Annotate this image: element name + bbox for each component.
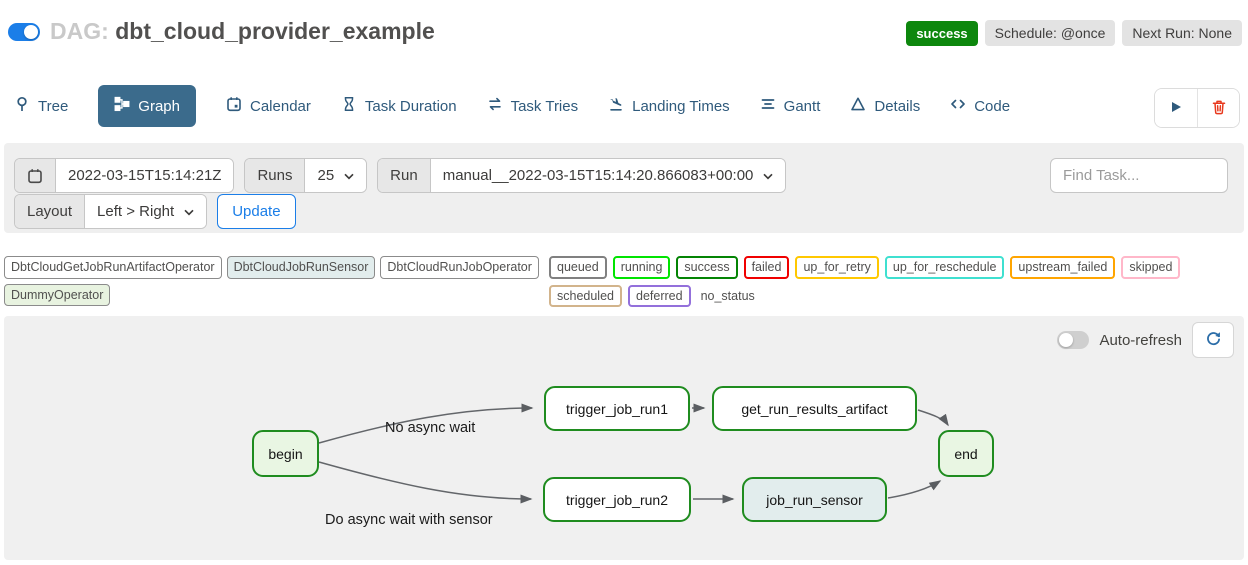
status-badge-failed: failed [743,256,790,279]
tree-icon [14,96,30,116]
refresh-icon [1205,330,1222,350]
next-run-badge: Next Run: None [1122,20,1242,46]
status-badge-deferred: deferred [628,284,691,307]
operator-badge: DbtCloudGetJobRunArtifactOperator [4,256,222,279]
graph-icon [114,96,130,116]
chevron-down-icon [184,203,194,220]
operator-legend: DbtCloudGetJobRunArtifactOperator DbtClo… [4,256,549,306]
layout-group: Layout Left > Right [14,194,208,229]
tab-task-tries[interactable]: Task Tries [487,96,578,116]
calendar-icon [226,96,242,116]
code-icon [950,96,966,116]
run-label: Run [378,159,431,192]
runs-label: Runs [245,159,306,192]
play-icon [1168,99,1184,118]
toggle-knob [24,24,38,39]
update-button[interactable]: Update [217,194,296,229]
gantt-bars-icon [760,96,776,116]
auto-refresh-toggle[interactable] [1057,331,1090,349]
refresh-button[interactable] [1192,322,1234,358]
status-badge-scheduled: scheduled [549,284,622,307]
filter-panel: 2022-03-15T15:14:21Z Runs 25 Run manual_… [4,143,1244,233]
runs-group: Runs 25 [244,158,368,193]
calendar-addon-icon [15,159,56,192]
operator-badge: DbtCloudJobRunSensor [226,256,376,279]
status-badge-upstream-failed: upstream_failed [1010,256,1116,279]
edge-label-no-async-wait: No async wait [385,420,476,436]
auto-refresh-label: Auto-refresh [1099,331,1182,349]
tab-gantt[interactable]: Gantt [760,96,820,116]
status-badge-up-for-retry: up_for_retry [795,256,879,279]
status-badge-skipped: skipped [1121,256,1181,279]
dag-prefix-label: DAG: [50,18,109,44]
hourglass-icon [341,96,357,116]
plane-landing-icon [608,96,624,116]
base-date-input[interactable]: 2022-03-15T15:14:21Z [56,159,234,192]
run-group: Run manual__2022-03-15T15:14:20.866083+0… [377,158,787,193]
view-tabs: Tree Graph Calendar Task Duration Task T… [14,84,1168,128]
auto-refresh-controls: Auto-refresh [1057,322,1234,358]
find-task-input[interactable] [1050,158,1228,193]
status-badge-up-for-reschedule: up_for_reschedule [884,256,1005,279]
page-title: DAG: dbt_cloud_provider_example [50,18,435,45]
dag-status-badge: success [906,20,978,46]
dag-title: dbt_cloud_provider_example [115,18,435,44]
runs-select[interactable]: 25 [305,159,367,192]
tab-graph[interactable]: Graph [98,85,196,127]
layout-label: Layout [15,195,86,228]
base-date-group: 2022-03-15T15:14:21Z [14,158,235,193]
layout-select[interactable]: Left > Right [85,195,207,228]
toggle-knob [1059,333,1074,347]
status-badge-success: success [676,256,738,279]
trigger-dag-button[interactable] [1155,89,1197,127]
delete-dag-button[interactable] [1197,89,1239,127]
run-select[interactable]: manual__2022-03-15T15:14:20.866083+00:00 [430,159,786,192]
task-node-begin[interactable]: begin [252,430,319,477]
task-node-job-run-sensor[interactable]: job_run_sensor [742,477,887,522]
tab-task-duration[interactable]: Task Duration [341,96,457,116]
tab-landing-times[interactable]: Landing Times [608,96,730,116]
schedule-badge: Schedule: @once [984,20,1116,46]
retry-arrows-icon [487,96,503,116]
status-legend: queued running success failed up_for_ret… [549,256,1248,307]
tab-tree[interactable]: Tree [14,96,68,116]
operator-badge: DummyOperator [4,283,111,306]
legend: DbtCloudGetJobRunArtifactOperator DbtClo… [4,256,1248,307]
status-label-no-status: no_status [700,288,755,303]
dag-header: DAG: dbt_cloud_provider_example success … [0,0,1248,70]
task-node-trigger-job-run1[interactable]: trigger_job_run1 [544,386,690,431]
tab-code[interactable]: Code [950,96,1010,116]
task-node-end[interactable]: end [938,430,994,477]
status-badge-queued: queued [549,256,607,279]
operator-badge: DbtCloudRunJobOperator [380,256,539,279]
dag-pause-toggle[interactable] [8,22,40,41]
tab-details[interactable]: Details [850,96,920,116]
status-badge-running: running [612,256,671,279]
triangle-icon [850,96,866,116]
task-node-trigger-job-run2[interactable]: trigger_job_run2 [543,477,691,522]
chevron-down-icon [763,167,773,184]
edge-label-do-async-wait: Do async wait with sensor [325,512,493,528]
tab-calendar[interactable]: Calendar [226,96,311,116]
dag-action-buttons [1154,88,1240,128]
graph-panel: Auto-refresh begin trigger_job_run1 g [4,316,1244,560]
chevron-down-icon [344,167,354,184]
trash-icon [1211,99,1227,118]
task-node-get-run-results-artifact[interactable]: get_run_results_artifact [712,386,917,431]
